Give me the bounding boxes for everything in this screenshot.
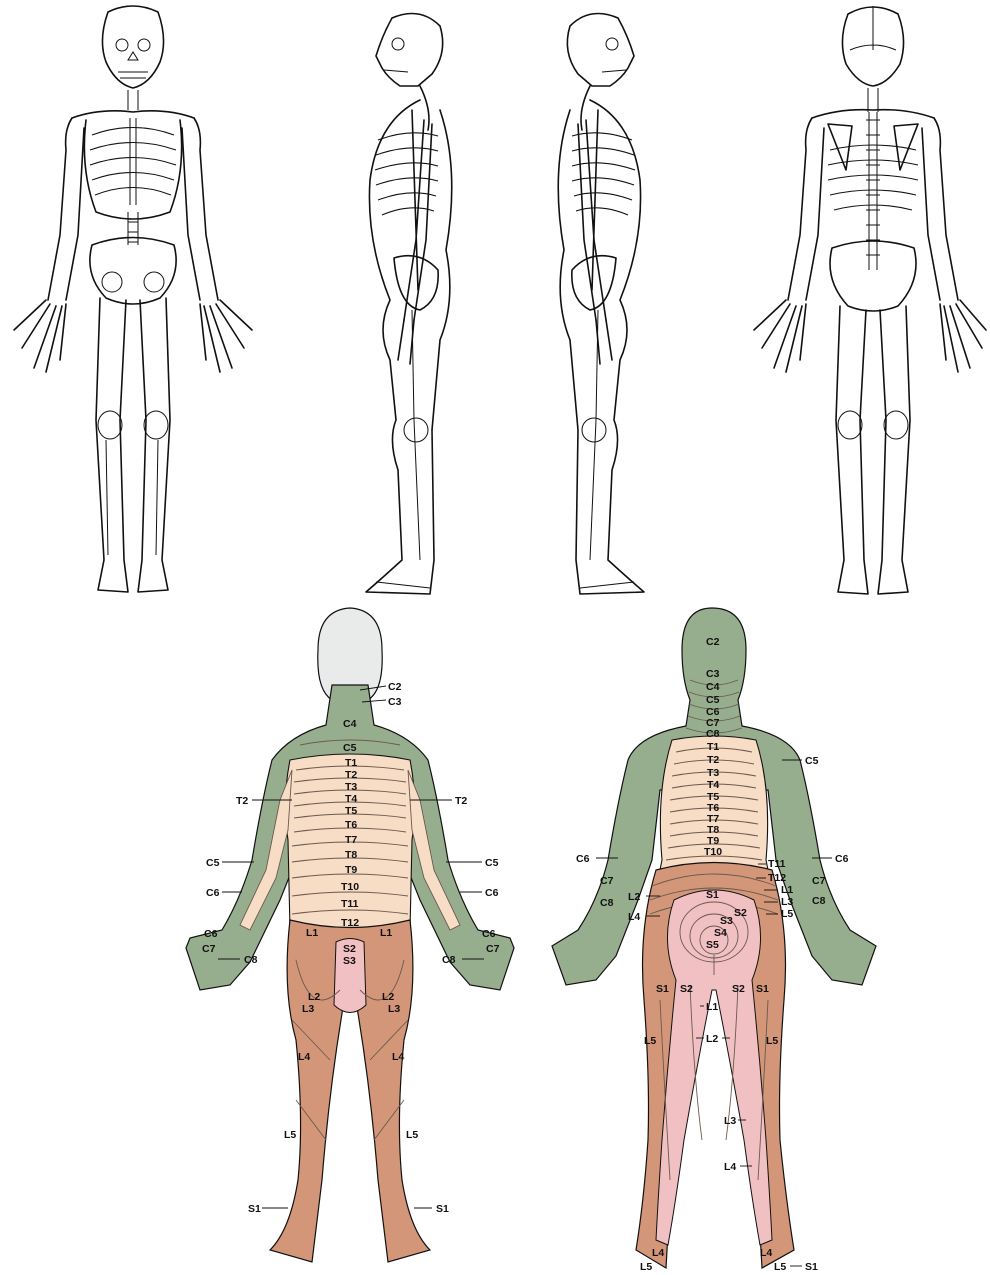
label-post-l4-calf: L4: [724, 1161, 736, 1173]
label-post-t1: T1: [707, 741, 719, 753]
label-post-c8-left: C8: [600, 897, 614, 909]
label-s1-right: S1: [436, 1203, 449, 1215]
label-c6-left-arm: C6: [206, 887, 220, 899]
label-t4: T4: [345, 793, 357, 805]
label-post-l4-right-foot: L4: [760, 1247, 772, 1259]
label-l3-left: L3: [302, 1003, 314, 1015]
label-c8-right-hand: C8: [442, 954, 456, 966]
label-c7-right-hand: C7: [486, 943, 500, 955]
label-c3: C3: [388, 696, 402, 708]
label-post-c7-right: C7: [812, 875, 826, 887]
label-l4-left: L4: [298, 1051, 310, 1063]
label-post-s1: S1: [706, 889, 719, 901]
label-t5: T5: [345, 805, 357, 817]
label-l2-right: L2: [382, 991, 394, 1003]
skeleton-lateral-left-view: [558, 14, 644, 595]
label-l1-left: L1: [306, 927, 318, 939]
label-s1-left: S1: [248, 1203, 261, 1215]
label-post-l5-right-leg: L5: [766, 1035, 778, 1047]
label-post-c5-arm: C5: [805, 755, 819, 767]
label-post-l4-left-foot: L4: [652, 1247, 664, 1259]
label-t8: T8: [345, 849, 357, 861]
skeleton-posterior-view: [754, 6, 986, 594]
label-c5-left-arm: C5: [206, 857, 220, 869]
label-c8-left-hand: C8: [244, 954, 258, 966]
label-post-c2: C2: [706, 636, 720, 648]
label-l1-right: L1: [380, 927, 392, 939]
label-post-l1-thigh: L1: [706, 1001, 718, 1013]
label-post-l4: L4: [628, 911, 640, 923]
label-c4: C4: [343, 718, 357, 730]
label-post-l1: L1: [781, 884, 793, 896]
label-post-l5: L5: [781, 908, 793, 920]
label-post-t12: T12: [768, 872, 786, 884]
label-post-c6-right-arm: C6: [835, 853, 849, 865]
label-t1: T1: [345, 757, 357, 769]
label-post-l2: L2: [628, 891, 640, 903]
label-t2-right: T2: [455, 795, 467, 807]
label-post-l5-left-leg: L5: [644, 1035, 656, 1047]
skeleton-lateral-right-view: [366, 14, 452, 595]
label-c6-right-hand: C6: [482, 928, 496, 940]
dermatome-anterior-body: [186, 608, 514, 1262]
label-s2: S2: [343, 943, 356, 955]
label-t10: T10: [341, 881, 359, 893]
label-t6: T6: [345, 819, 357, 831]
label-post-s2-right-thigh: S2: [732, 983, 745, 995]
label-post-s1-left-thigh: S1: [656, 983, 669, 995]
label-c7-left-hand: C7: [202, 943, 216, 955]
label-post-l3: L3: [781, 896, 793, 908]
label-c5: C5: [343, 742, 357, 754]
label-post-l3-calf: L3: [724, 1115, 736, 1127]
label-post-c8-right: C8: [812, 895, 826, 907]
label-t12: T12: [341, 917, 359, 929]
label-post-c4: C4: [706, 681, 720, 693]
label-t2-left: T2: [236, 795, 248, 807]
label-l2-left: L2: [308, 991, 320, 1003]
label-post-t3: T3: [707, 767, 719, 779]
label-post-t2: T2: [707, 754, 719, 766]
label-post-c3: C3: [706, 668, 720, 680]
label-post-l5-left-foot: L5: [640, 1261, 652, 1273]
label-post-c5: C5: [706, 694, 720, 706]
label-post-s4: S4: [714, 927, 727, 939]
label-c5-right-arm: C5: [485, 857, 499, 869]
label-post-c6-left-arm: C6: [576, 853, 590, 865]
label-post-s1-right-thigh: S1: [756, 983, 769, 995]
label-post-c7-left: C7: [600, 875, 614, 887]
label-post-l5-right-foot: L5: [774, 1261, 786, 1273]
label-post-l2-thigh: L2: [706, 1033, 718, 1045]
label-post-s5: S5: [706, 939, 719, 951]
label-post-c8: C8: [706, 728, 720, 740]
label-post-s2-left-thigh: S2: [680, 983, 693, 995]
label-c6-right-arm: C6: [485, 887, 499, 899]
label-t3: T3: [345, 781, 357, 793]
label-t9: T9: [345, 864, 357, 876]
label-post-t11: T11: [768, 858, 786, 870]
skeleton-anterior-view: [14, 6, 252, 592]
label-l4-right: L4: [392, 1051, 404, 1063]
label-post-s1-foot: S1: [805, 1261, 818, 1273]
label-t2: T2: [345, 769, 357, 781]
label-post-s2: S2: [734, 907, 747, 919]
label-post-s3: S3: [720, 915, 733, 927]
label-t7: T7: [345, 834, 357, 846]
label-c6-left-hand: C6: [204, 928, 218, 940]
label-c2: C2: [388, 681, 402, 693]
label-l5-right: L5: [406, 1129, 418, 1141]
label-l5-left: L5: [284, 1129, 296, 1141]
label-t11: T11: [341, 898, 359, 910]
label-l3-right: L3: [388, 1003, 400, 1015]
label-post-t10: T10: [704, 846, 722, 858]
label-post-t4: T4: [707, 779, 719, 791]
label-s3: S3: [343, 955, 356, 967]
